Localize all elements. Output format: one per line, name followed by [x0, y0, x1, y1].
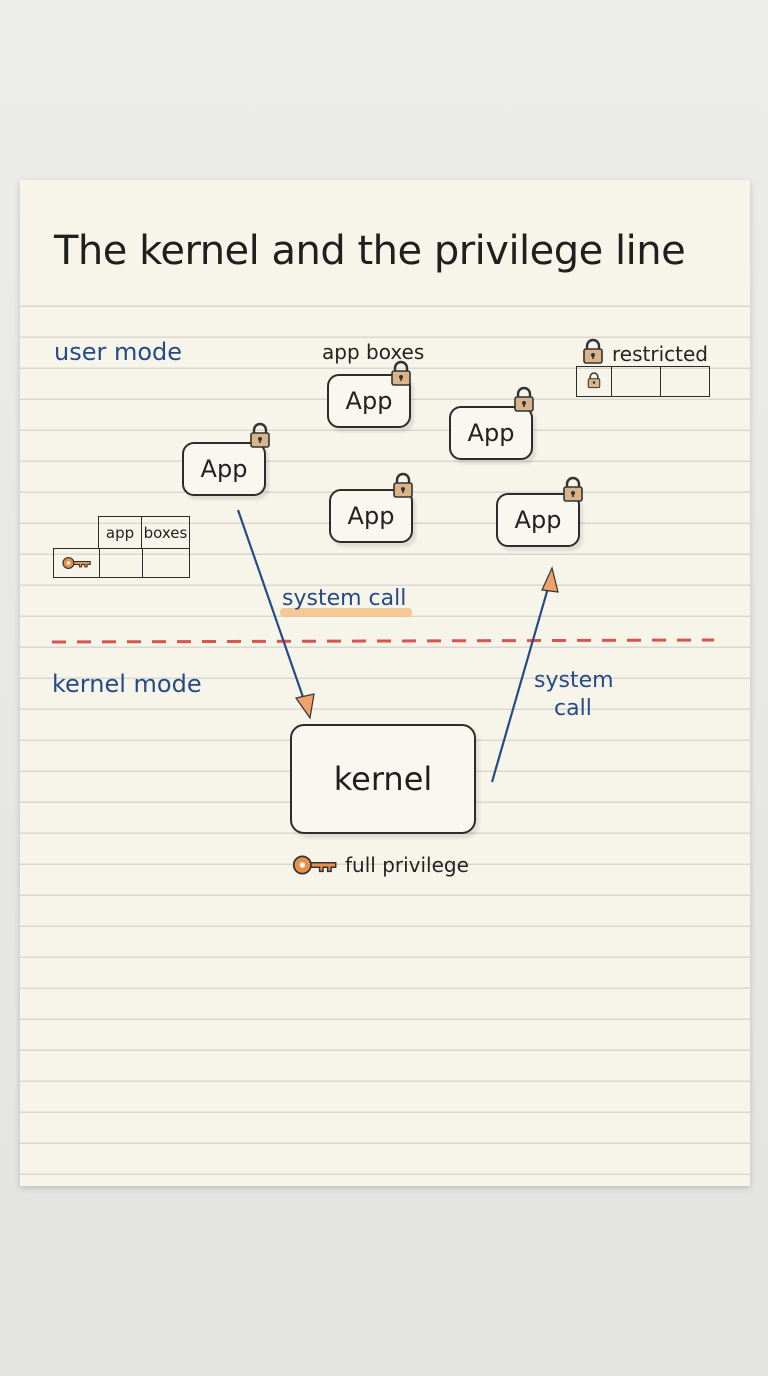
lock-icon: [587, 371, 601, 388]
grid-header-row: app boxes: [98, 516, 190, 549]
arrow-icon: [541, 566, 559, 593]
kernel-mode-label: kernel mode: [52, 670, 202, 698]
arrow-down: [236, 509, 306, 701]
app-box: App: [496, 493, 580, 547]
arrow-icon: [294, 693, 315, 720]
key-icon: [292, 855, 337, 875]
user-mode-label: user mode: [54, 338, 183, 366]
lock-icon: [393, 472, 413, 498]
restricted-grid-cell: [660, 366, 710, 397]
system-call-highlight: [280, 608, 412, 617]
system-call-label-right-line2: call: [554, 696, 592, 721]
full-privilege-label: full privilege: [345, 853, 469, 877]
lock-icon: [391, 360, 411, 386]
restricted-label: restricted: [612, 342, 708, 366]
diagram-lines: [51, 509, 715, 783]
grid-header-boxes: boxes: [143, 524, 188, 542]
lock-icon: [583, 338, 603, 364]
arrow-up: [490, 587, 550, 783]
paper-sheet: The kernel and the privilege line user m…: [20, 180, 750, 1186]
grid-body-row: [53, 548, 190, 578]
system-call-label-left: system call: [282, 586, 407, 611]
app-box: App: [327, 374, 411, 428]
key-icon: [61, 556, 91, 570]
grid-empty-cell: [100, 549, 143, 577]
grid-header-app: app: [99, 517, 142, 549]
restricted-grid-cell: [611, 366, 661, 397]
privilege-line: [51, 638, 715, 644]
restricted-grid: [576, 366, 710, 397]
grid-key-cell: [54, 549, 100, 577]
app-box: App: [449, 406, 533, 460]
lock-icon: [250, 422, 270, 448]
app-boxes-label: app boxes: [322, 340, 425, 364]
kernel-box: kernel: [290, 724, 476, 834]
page-title: The kernel and the privilege line: [54, 228, 686, 274]
app-box: App: [182, 442, 266, 496]
lock-icon: [514, 386, 534, 412]
app-box: App: [329, 489, 413, 543]
restricted-grid-cell: [576, 366, 612, 397]
lock-icon: [563, 476, 583, 502]
system-call-label-right-line1: system: [534, 668, 614, 693]
